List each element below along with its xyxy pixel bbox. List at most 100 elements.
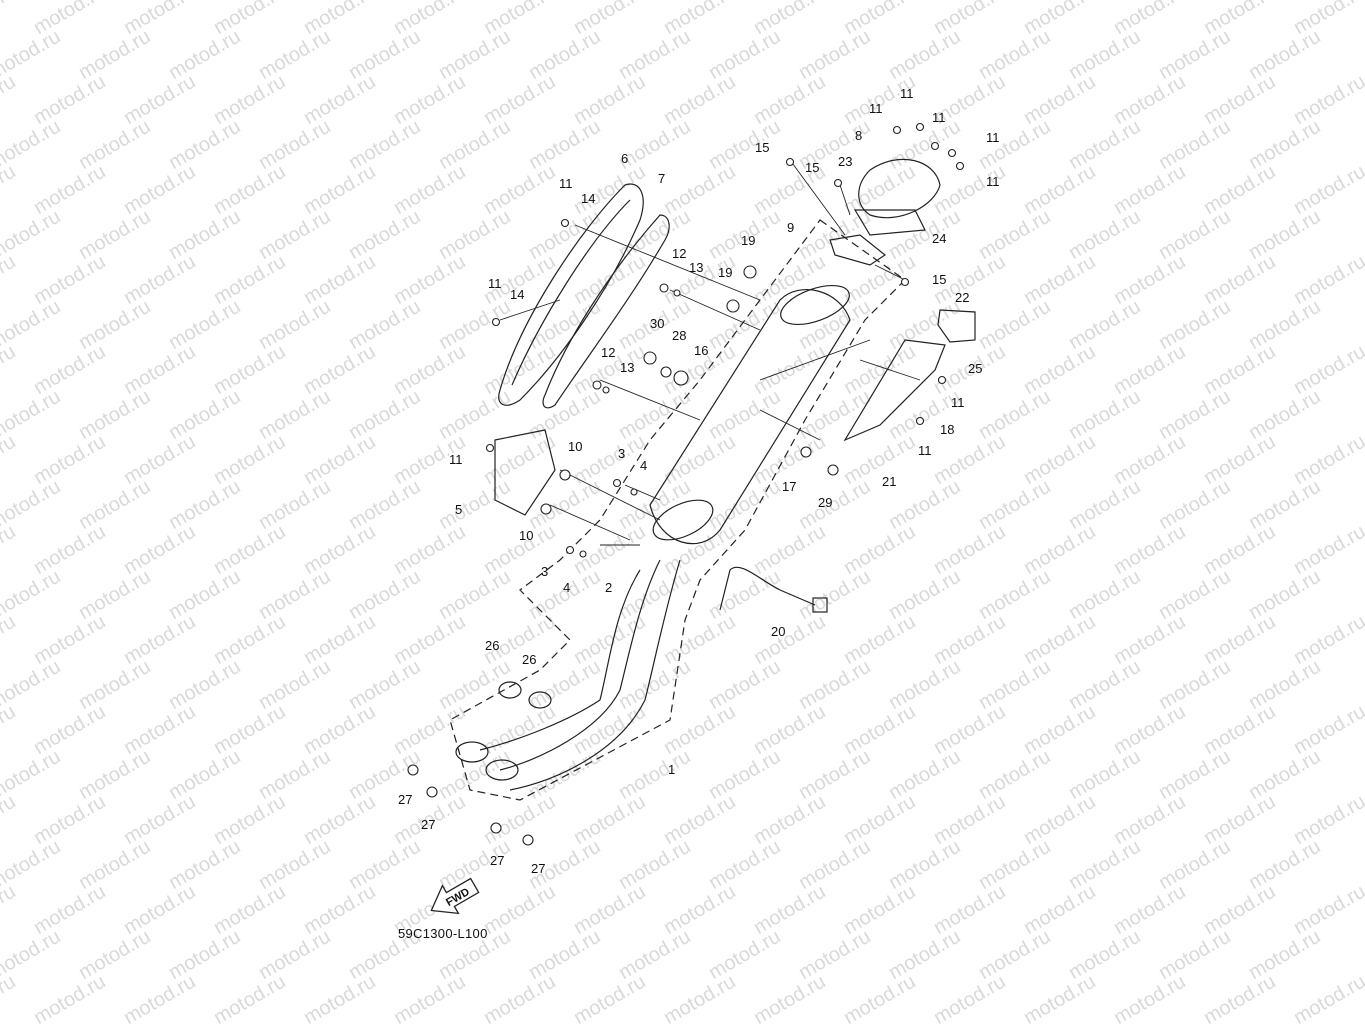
callout-3: 3 [618, 446, 625, 461]
callout-14: 14 [581, 191, 595, 206]
nut-27a [407, 764, 419, 776]
callout-30: 30 [650, 316, 664, 331]
bolt-11i [937, 375, 947, 385]
callout-10: 10 [568, 439, 582, 454]
grommet-13b [602, 386, 610, 394]
washer-4b [579, 550, 587, 558]
callout-25: 25 [968, 361, 982, 376]
callout-26: 26 [485, 638, 499, 653]
callout-11: 11 [932, 110, 946, 125]
callout-11: 11 [449, 452, 463, 467]
callout-10: 10 [519, 528, 533, 543]
callout-11: 11 [986, 174, 1000, 189]
callout-14: 14 [510, 287, 524, 302]
washer-4a [630, 488, 638, 496]
callout-11: 11 [559, 176, 573, 191]
bolt-11h [955, 161, 965, 171]
nut-27d [522, 834, 534, 846]
bolt-11g [947, 148, 957, 158]
callout-11: 11 [951, 395, 965, 410]
protector-18 [843, 339, 946, 442]
callout-19: 19 [718, 265, 732, 280]
bolt-29 [827, 464, 839, 476]
gasket-24 [853, 209, 926, 236]
callout-27: 27 [398, 792, 412, 807]
heat-protector-6 [498, 183, 644, 406]
callout-13: 13 [620, 360, 634, 375]
washer-12b [592, 380, 602, 390]
bolt-11c [485, 443, 495, 453]
bolt-15b [833, 178, 843, 188]
gasket-26-b [528, 691, 552, 709]
callout-15: 15 [805, 160, 819, 175]
nut-19a [743, 265, 757, 279]
bolt-11f [930, 141, 940, 151]
muffler-body [649, 289, 851, 545]
callout-17: 17 [782, 479, 796, 494]
bolt-3a [612, 478, 622, 488]
callout-24: 24 [932, 231, 946, 246]
callout-28: 28 [672, 328, 686, 343]
callout-4: 4 [563, 580, 570, 595]
diagram-code: 59C1300-L100 [398, 926, 488, 941]
callout-20: 20 [771, 624, 785, 639]
o2-sensor-20 [719, 566, 816, 611]
bolt-11b [491, 317, 501, 327]
callout-1: 1 [668, 762, 675, 777]
callout-23: 23 [838, 154, 852, 169]
bolt-3b [565, 545, 575, 555]
callout-22: 22 [955, 290, 969, 305]
callout-12: 12 [601, 345, 615, 360]
flange-a [455, 741, 489, 763]
end-cap-8 [858, 158, 941, 219]
exhaust-pipe [499, 559, 681, 791]
muffler-end-cap [652, 499, 714, 541]
washer-10a [559, 469, 571, 481]
callout-27: 27 [490, 853, 504, 868]
callout-11: 11 [986, 130, 1000, 145]
callout-11: 11 [900, 86, 914, 101]
callout-15: 15 [755, 140, 769, 155]
muffler-top-cap [780, 284, 850, 326]
collar-30 [643, 351, 657, 365]
callout-12: 12 [672, 246, 686, 261]
bolt-17 [800, 446, 812, 458]
cover-22 [937, 309, 976, 343]
callout-26: 26 [522, 652, 536, 667]
bolt-11d [892, 125, 902, 135]
callout-3: 3 [541, 564, 548, 579]
callout-15: 15 [932, 272, 946, 287]
muffler-assembly-outline [449, 219, 906, 801]
callout-4: 4 [640, 458, 647, 473]
bracket-9 [829, 234, 887, 266]
leader-lines [499, 159, 921, 546]
washer-28 [660, 366, 672, 378]
bolt-11a [560, 218, 570, 228]
gasket-26-a [498, 681, 522, 699]
callout-11: 11 [869, 101, 883, 116]
grommet-13a [673, 289, 681, 297]
callout-29: 29 [818, 495, 832, 510]
heat-protector-7 [542, 214, 670, 409]
callout-11: 11 [488, 276, 502, 291]
flange-b [485, 759, 519, 781]
nut-27b [426, 786, 438, 798]
callout-8: 8 [855, 128, 862, 143]
callout-2: 2 [605, 580, 612, 595]
fwd-arrow-label: FWD [444, 886, 472, 909]
heat-protector-6-inner [511, 199, 631, 386]
fwd-arrow: FWD [430, 877, 480, 915]
bolt-15c [900, 277, 910, 287]
sensor-connector [812, 597, 828, 613]
cover-5 [494, 429, 556, 516]
bolt-11j [915, 416, 925, 426]
bolt-15a [785, 157, 795, 167]
damper-16 [673, 370, 689, 386]
callout-27: 27 [421, 817, 435, 832]
callout-9: 9 [787, 220, 794, 235]
nut-19b [726, 299, 740, 313]
bolt-11e [915, 122, 925, 132]
callout-7: 7 [658, 171, 665, 186]
callout-11: 11 [918, 443, 932, 458]
